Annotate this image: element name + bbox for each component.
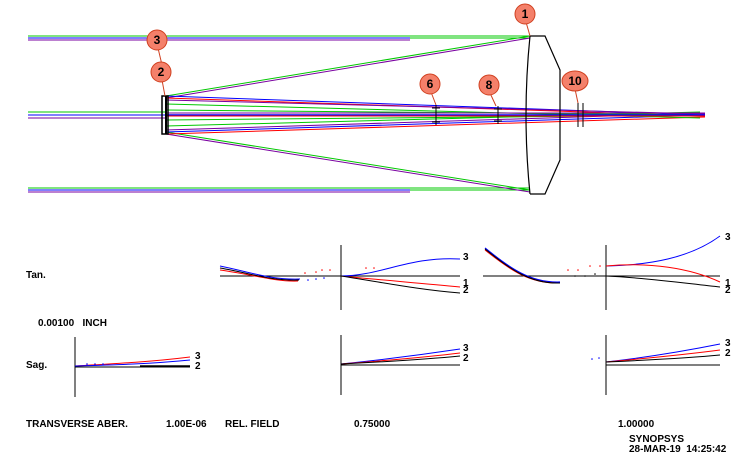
marker-10-label: 10	[568, 74, 582, 88]
tan100-label-3: 3	[725, 232, 731, 243]
marker-8-label: 8	[486, 78, 493, 92]
tan075-label-3: 3	[463, 252, 469, 263]
marker-1-label: 1	[522, 7, 529, 21]
marker-10: 10	[561, 70, 589, 92]
tan100-label-2: 2	[725, 285, 731, 296]
marker-3-label: 3	[154, 33, 161, 47]
sag075-label-2: 2	[463, 353, 469, 364]
field-075-label: 0.75000	[354, 419, 391, 430]
field-100-label: 1.00000	[618, 419, 655, 430]
sag100-label-2: 2	[725, 348, 731, 359]
marker-6: 6	[419, 73, 441, 95]
field-lens-10	[577, 103, 584, 127]
marker-1: 1	[514, 3, 536, 25]
sag-plot-0	[74, 337, 191, 397]
marker-2: 2	[150, 61, 172, 83]
ray-fan-bottom	[28, 131, 531, 193]
tan100-label-1: 1	[725, 278, 731, 289]
marker-2-label: 2	[158, 65, 165, 79]
transverse-aber-label: TRANSVERSE ABER.	[26, 419, 128, 430]
sag100-label-3: 3	[725, 338, 731, 349]
field-lens-8	[494, 106, 502, 124]
tan-label: Tan.	[26, 270, 46, 281]
marker-8: 8	[478, 74, 500, 96]
curve-labels: 3 1 2 3 1 2 3 2 3 2 3 2	[195, 232, 731, 372]
rel-field-label: REL. FIELD	[225, 419, 280, 430]
tan075-label-1: 1	[463, 278, 469, 289]
sag-label: Sag.	[26, 360, 48, 371]
primary-lens	[525, 35, 561, 195]
tan075-label-2: 2	[463, 285, 469, 296]
tan-plot-075	[219, 245, 461, 310]
scale-label: 0.00100 INCH	[38, 318, 107, 329]
ray-fan-top	[28, 35, 531, 99]
marker-leaders	[157, 21, 579, 107]
sag-plot-100	[591, 335, 721, 395]
sag0-label-2: 2	[195, 361, 201, 372]
field-lens-6	[432, 105, 440, 125]
ray-fan-center	[28, 95, 706, 135]
marker-6-label: 6	[427, 77, 434, 91]
sag0-label-3: 3	[195, 351, 201, 362]
sag-plot-075	[340, 335, 461, 395]
sag075-label-3: 3	[463, 343, 469, 354]
brand-label: SYNOPSYS	[629, 434, 685, 445]
timestamp-label: 28-MAR-19 14:25:42	[629, 444, 727, 455]
tan-plot-100	[483, 235, 721, 310]
wavelength-label: 1.00E-06	[166, 419, 207, 430]
marker-3: 3	[146, 29, 168, 51]
